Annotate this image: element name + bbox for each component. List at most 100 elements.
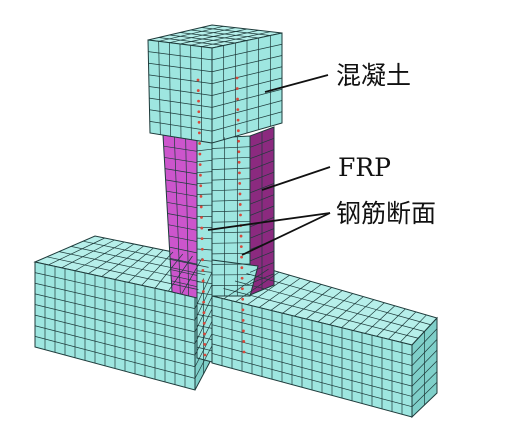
mesh-line <box>211 156 251 160</box>
rebar-dot <box>197 120 201 124</box>
rebar-dot <box>238 192 242 196</box>
mesh-line <box>249 194 275 205</box>
mesh-line <box>376 308 406 337</box>
mesh-line <box>201 31 271 48</box>
mesh-line <box>171 280 198 288</box>
mesh-line <box>234 280 425 332</box>
mesh-line <box>190 29 259 46</box>
rebar-dot <box>236 108 240 112</box>
mesh-line <box>128 249 164 283</box>
mesh-head-front-right <box>211 35 283 140</box>
rebar-dot <box>197 131 201 135</box>
mesh-line <box>305 290 343 320</box>
mesh-line <box>34 304 196 344</box>
mesh-line <box>211 231 251 234</box>
mesh-line <box>61 239 115 269</box>
mesh-column-core-left <box>196 148 213 352</box>
mesh-line <box>181 257 203 295</box>
mesh-line <box>166 190 198 197</box>
rebar-dot <box>196 89 200 92</box>
leader-concrete <box>264 74 329 93</box>
mesh-line <box>179 28 248 45</box>
mesh-line <box>148 86 213 96</box>
mesh-line <box>211 188 251 192</box>
mesh-line <box>399 314 427 343</box>
leader-lines <box>207 74 331 256</box>
rebar-dot <box>242 329 245 333</box>
mesh-line <box>194 308 213 344</box>
mesh-line <box>249 171 275 182</box>
mesh-line <box>196 324 213 329</box>
mesh-right-beam-front <box>211 298 413 415</box>
rebar-dot <box>240 276 244 280</box>
mesh-head-front-left <box>148 41 213 142</box>
mesh-line <box>411 382 438 407</box>
mesh-line <box>211 77 283 96</box>
mesh-line <box>329 296 364 326</box>
rebar-dot <box>242 340 246 343</box>
mesh-line <box>158 25 224 42</box>
mesh-line <box>211 43 283 61</box>
mesh-line <box>411 360 438 387</box>
mesh-right-beam-top <box>223 268 431 343</box>
rebar-dot <box>203 353 207 357</box>
mesh-line <box>88 243 135 274</box>
mesh-line <box>166 201 198 209</box>
mesh-line <box>165 179 198 186</box>
rebar-dot <box>196 78 200 82</box>
mesh-line <box>235 271 280 303</box>
mesh-line <box>168 255 193 292</box>
mesh-head-top <box>158 25 271 48</box>
column-head <box>147 24 283 144</box>
mesh-line <box>168 224 198 231</box>
mesh-line <box>211 111 283 132</box>
mesh-line <box>317 293 353 323</box>
leader-rebar-1 <box>207 212 331 231</box>
mesh-line <box>74 241 125 272</box>
mesh-line <box>211 242 251 244</box>
rebar-dot <box>241 297 245 301</box>
mesh-line <box>211 333 413 387</box>
mesh-line <box>196 160 213 163</box>
mesh-lines <box>34 25 438 415</box>
mesh-line <box>258 277 301 308</box>
mesh-line <box>211 88 283 108</box>
mesh-line <box>352 302 385 331</box>
mesh-line <box>196 335 213 340</box>
mesh-line <box>196 314 213 318</box>
rebar-dot <box>241 318 245 322</box>
mesh-line <box>196 171 213 174</box>
label-concrete: 混凝土 <box>336 61 411 90</box>
rebar-dot <box>239 245 243 249</box>
mesh-line <box>411 328 438 356</box>
mesh-line <box>34 293 196 333</box>
mesh-line <box>196 346 213 352</box>
rebar-dot <box>200 226 204 230</box>
mesh-right-beam-end <box>411 328 438 407</box>
mesh-line <box>196 270 213 273</box>
rebar-dot <box>237 139 241 143</box>
mesh-line <box>194 321 213 356</box>
mesh-line <box>211 167 251 170</box>
rebar-dot <box>238 171 241 175</box>
mesh-line <box>149 109 213 120</box>
leader-rebar-2 <box>241 212 331 256</box>
mesh-line <box>249 273 275 284</box>
rebar-dot <box>203 332 206 336</box>
mesh-line <box>101 245 144 277</box>
mesh-line <box>223 288 419 339</box>
mesh-line <box>249 262 275 273</box>
mesh-line <box>211 178 251 181</box>
rebar-dot <box>235 87 239 90</box>
rebar-dot <box>198 163 202 167</box>
rebar-dot <box>199 184 203 188</box>
mesh-line <box>164 157 198 163</box>
rebar-dot <box>236 97 239 101</box>
rebar-dot <box>201 258 204 262</box>
mesh-line <box>223 268 269 300</box>
mesh-line <box>163 145 198 152</box>
mesh-frp-right <box>249 131 275 290</box>
rebar-dot <box>236 129 240 133</box>
rebar-dot <box>202 321 206 325</box>
